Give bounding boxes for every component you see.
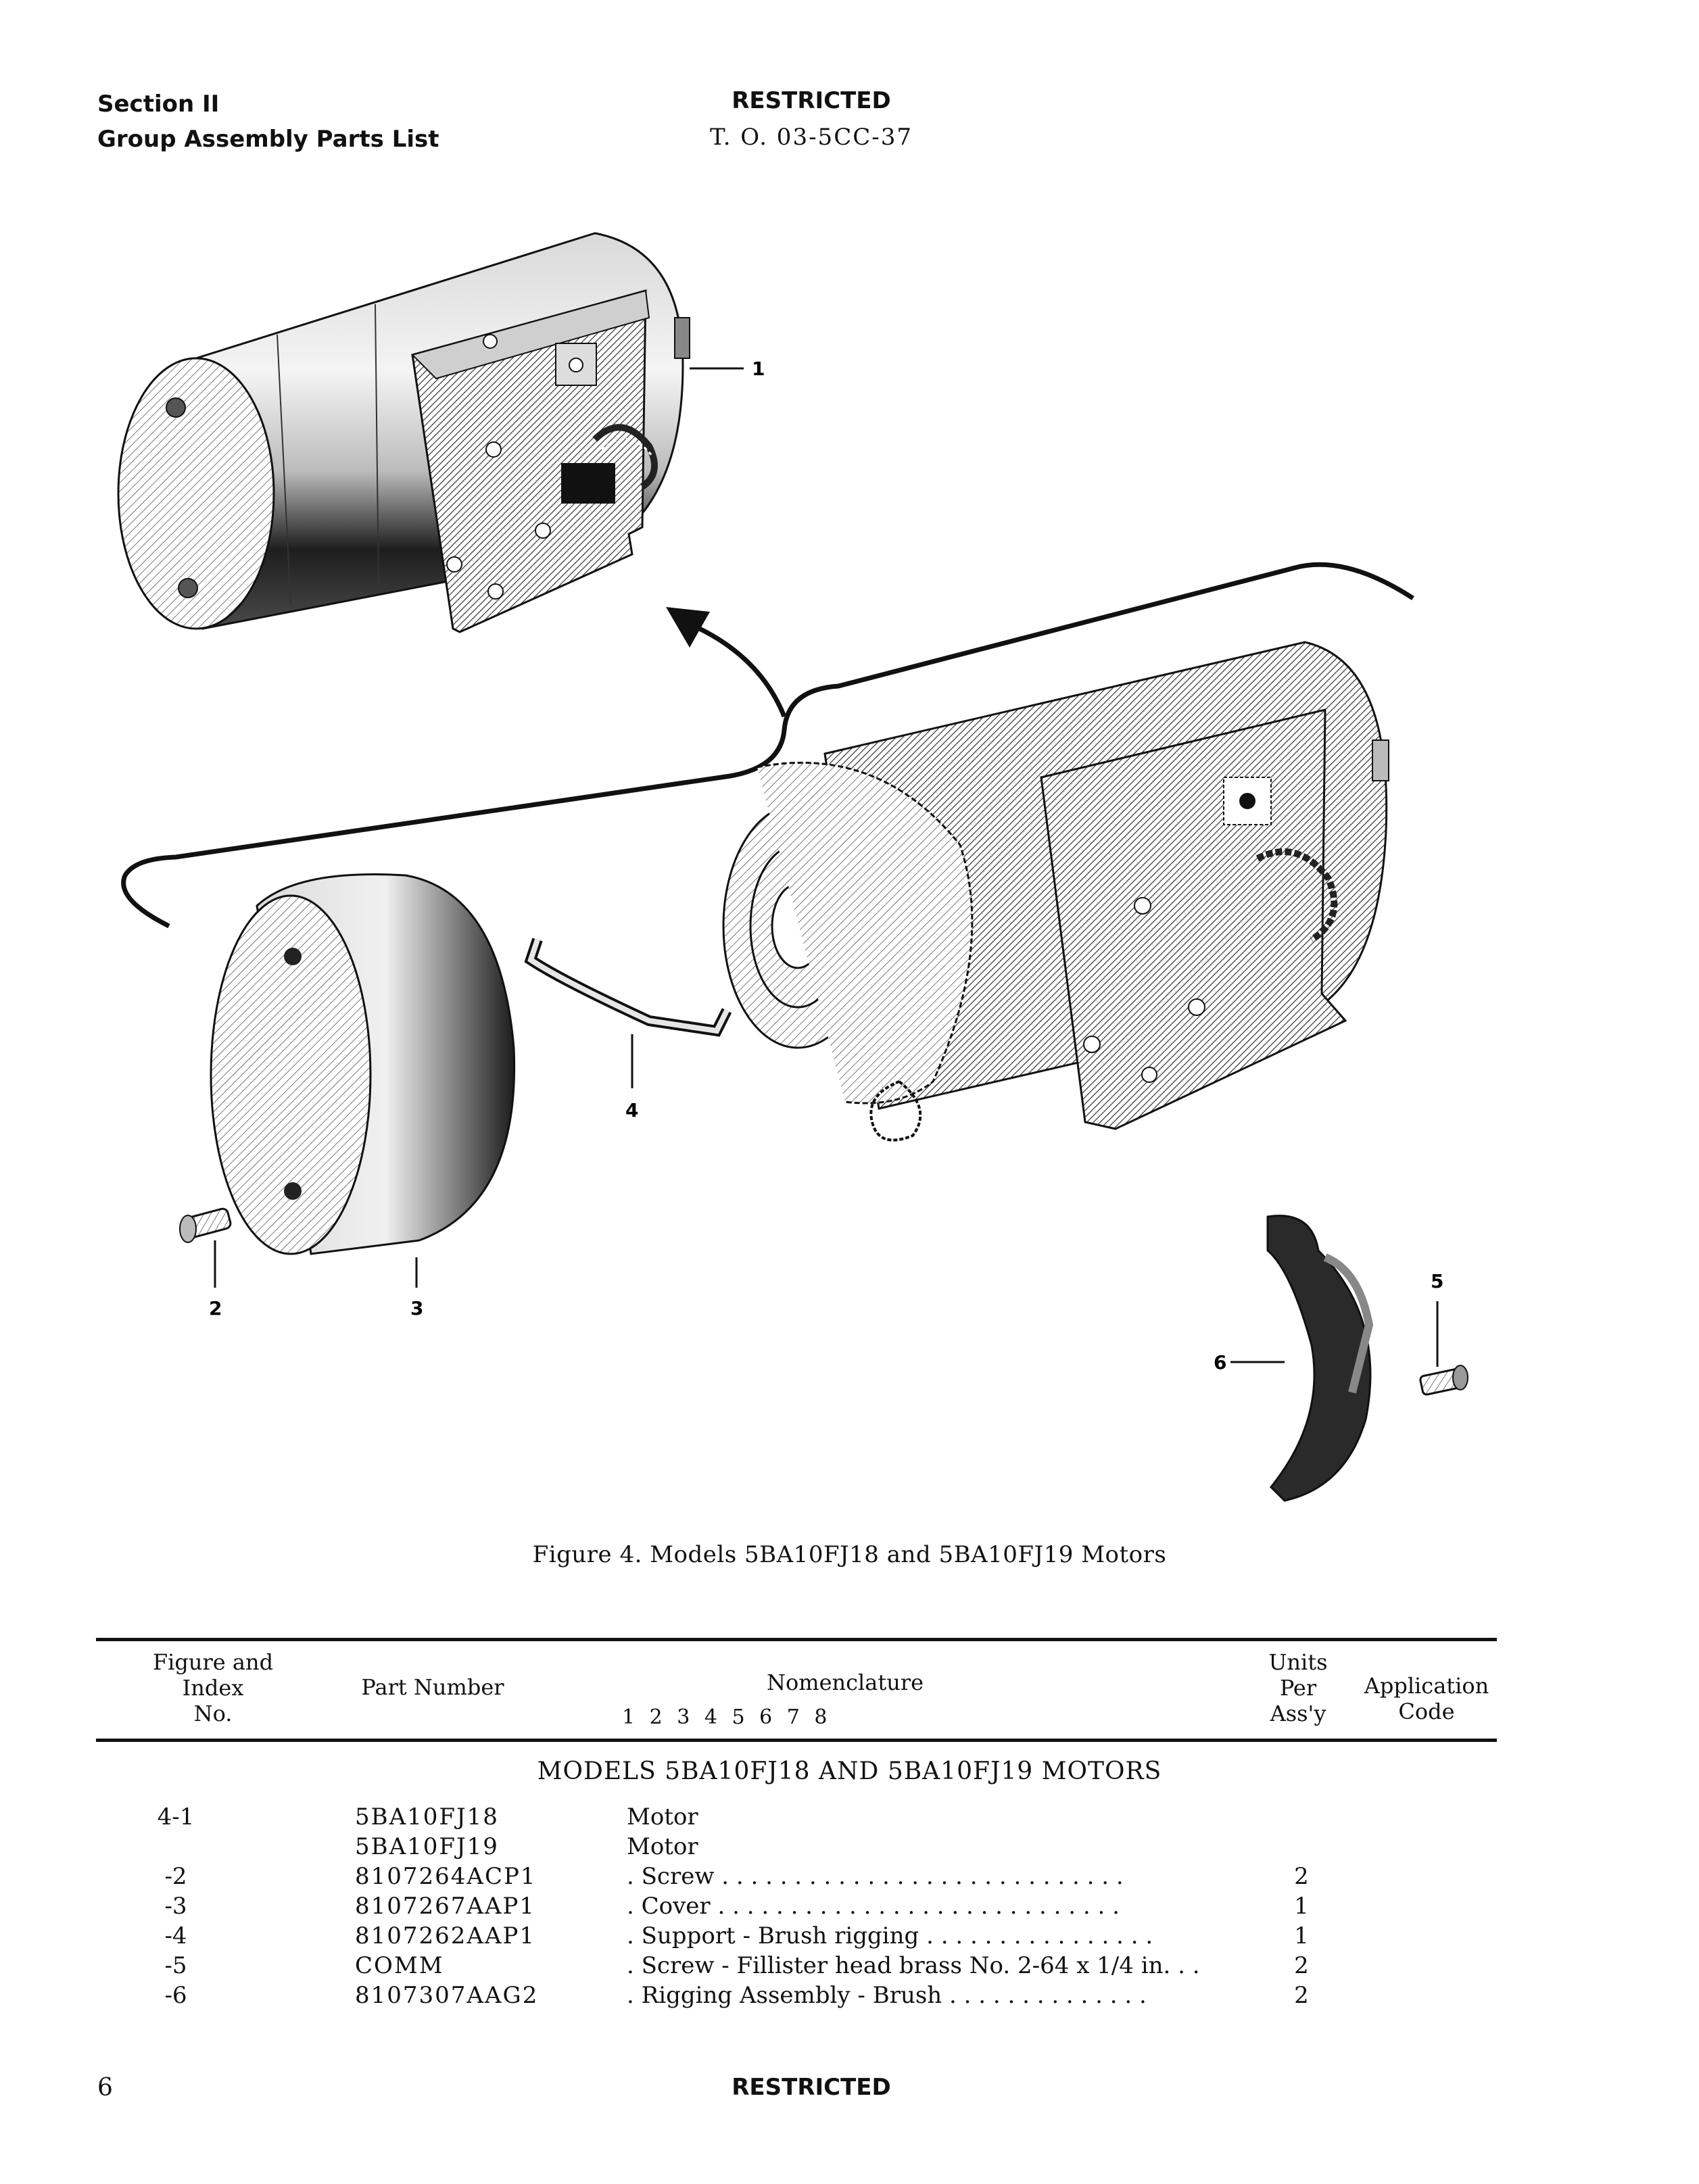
row-units: 2 <box>1294 1952 1309 1979</box>
motor-assembly-icon <box>117 232 690 633</box>
exploded-motor-body-icon <box>722 641 1389 1142</box>
header-nomenclature: Nomenclature <box>766 1670 924 1695</box>
row-units: 1 <box>1294 1922 1309 1949</box>
callout-4: 4 <box>625 1099 638 1121</box>
row-index: 4-1 <box>157 1803 195 1830</box>
section-label: Section II <box>97 91 220 118</box>
brush-rigging-assembly-icon <box>1266 1215 1374 1502</box>
page-number: 6 <box>97 2074 113 2102</box>
exploded-motor-illustration: 1 3 2 4 <box>117 232 1468 1502</box>
fillister-screw-icon <box>1419 1365 1468 1396</box>
section-subtitle: Group Assembly Parts List <box>97 126 439 153</box>
row-index: -3 <box>164 1893 187 1920</box>
header-figure-index: Figure and Index No. <box>152 1649 274 1726</box>
row-part-number: 5BA10FJ18 <box>355 1803 499 1830</box>
row-nomenclature: Motor <box>627 1803 698 1830</box>
header-part-number: Part Number <box>361 1674 504 1700</box>
row-units: 2 <box>1294 1982 1309 2009</box>
to-number: T. O. 03-5CC-37 <box>710 124 913 151</box>
callout-2: 2 <box>209 1297 222 1319</box>
callout-6: 6 <box>1214 1351 1226 1374</box>
page-header-center: RESTRICTED T. O. 03-5CC-37 <box>676 82 947 155</box>
header-units: Units Per Ass'y <box>1268 1649 1328 1726</box>
figure-caption: Figure 4. Models 5BA10FJ18 and 5BA10FJ19… <box>532 1541 1167 1568</box>
row-index: -5 <box>164 1952 187 1979</box>
callout-1: 1 <box>752 358 765 380</box>
row-part-number: 8107267AAP1 <box>355 1893 536 1920</box>
table-row: -5 COMM . Screw - Fillister head brass N… <box>0 1952 1699 1982</box>
table-row: -2 8107264ACP1 . Screw . . . . . . . . .… <box>0 1863 1699 1893</box>
row-part-number: 8107262AAP1 <box>355 1922 536 1949</box>
row-nomenclature: Motor <box>627 1833 698 1860</box>
table-section-title: MODELS 5BA10FJ18 AND 5BA10FJ19 MOTORS <box>537 1757 1162 1785</box>
screw-icon <box>179 1207 232 1243</box>
row-index: -6 <box>164 1982 187 2009</box>
row-part-number: COMM <box>355 1952 444 1979</box>
brush-rigging-support-icon <box>524 938 732 1037</box>
table-row: -6 8107307AAG2 . Rigging Assembly - Brus… <box>0 1982 1699 2012</box>
callout-5: 5 <box>1431 1270 1443 1292</box>
header-indent-levels: 1 2 3 4 5 6 7 8 <box>622 1705 832 1729</box>
row-index: -2 <box>164 1863 187 1890</box>
row-part-number: 8107307AAG2 <box>355 1982 539 2009</box>
row-nomenclature: . Support - Brush rigging . . . . . . . … <box>627 1922 1153 1949</box>
table-row: 4-1 5BA10FJ18 Motor <box>0 1803 1699 1833</box>
table-top-rule <box>96 1638 1497 1641</box>
cover-icon <box>210 873 516 1255</box>
row-nomenclature: . Rigging Assembly - Brush . . . . . . .… <box>627 1982 1147 2009</box>
header-application-code: Application Code <box>1364 1673 1489 1724</box>
table-row: -3 8107267AAP1 . Cover . . . . . . . . .… <box>0 1893 1699 1922</box>
table-row: -4 8107262AAP1 . Support - Brush rigging… <box>0 1922 1699 1952</box>
row-part-number: 8107264ACP1 <box>355 1863 537 1890</box>
page-header-left: Section II Group Assembly Parts List <box>97 87 439 157</box>
classification-bottom: RESTRICTED <box>732 2074 891 2101</box>
row-nomenclature: . Cover . . . . . . . . . . . . . . . . … <box>627 1893 1120 1920</box>
table-header-rule <box>96 1739 1497 1742</box>
table-row: 5BA10FJ19 Motor <box>0 1833 1699 1863</box>
classification-top: RESTRICTED <box>732 87 891 114</box>
row-part-number: 5BA10FJ19 <box>355 1833 499 1860</box>
row-units: 2 <box>1294 1863 1309 1890</box>
row-nomenclature: . Screw - Fillister head brass No. 2-64 … <box>627 1952 1200 1979</box>
callout-3: 3 <box>410 1297 423 1319</box>
row-nomenclature: . Screw . . . . . . . . . . . . . . . . … <box>627 1863 1124 1890</box>
row-units: 1 <box>1294 1893 1309 1920</box>
row-index: -4 <box>164 1922 187 1949</box>
